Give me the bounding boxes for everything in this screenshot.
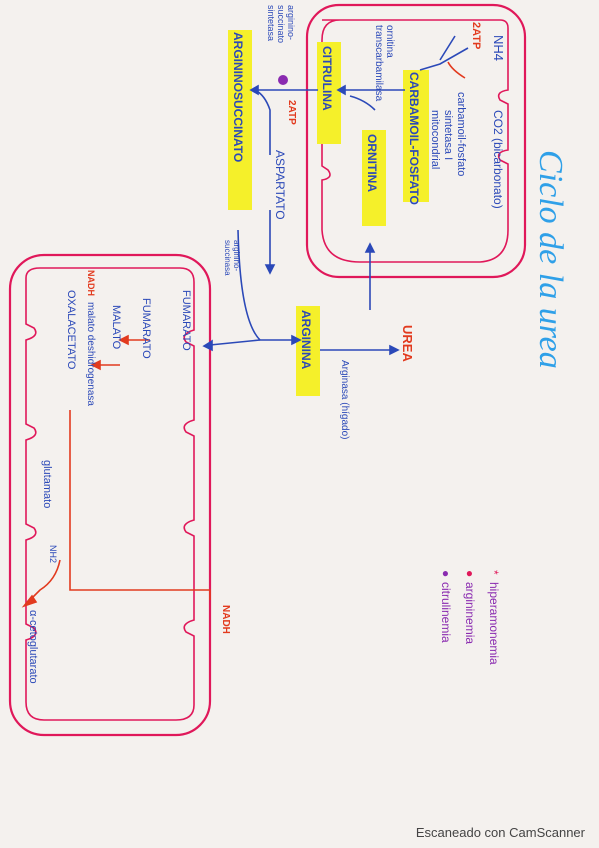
highlight-arginina bbox=[296, 306, 320, 396]
label-ornitina: ORNITINA bbox=[365, 134, 379, 192]
label-aspartato: ASPARTATO bbox=[273, 150, 287, 220]
red-arrows bbox=[21, 61, 466, 608]
mitochondrion-bottom bbox=[8, 253, 212, 737]
legend: * hiperamonemia ● argininemia ● citrulin… bbox=[439, 570, 501, 665]
label-oxalacetato: OXALACETATO bbox=[65, 290, 77, 370]
label-argininosuccinasa-1: arginino- bbox=[232, 240, 241, 271]
label-ornitina-trans-1: ornitina bbox=[384, 25, 395, 58]
label-carbamoil-sintetasa-2: sintetasa I bbox=[442, 110, 454, 160]
label-arginina: ARGININA bbox=[299, 310, 313, 370]
highlight-ornitina bbox=[362, 130, 386, 226]
legend-text-3: citrulinemia bbox=[439, 582, 453, 643]
label-atp-mid: 2ATP bbox=[286, 100, 297, 125]
label-fumarato-top: FUMARATO bbox=[180, 290, 192, 351]
blue-arrows bbox=[202, 35, 469, 356]
label-citrulina: CITRULINA bbox=[320, 46, 334, 111]
highlight-argininosuccinato bbox=[228, 30, 252, 210]
label-nadh: NADH bbox=[86, 270, 96, 296]
label-carbamoil-sintetasa-1: carbamoil-fosfato bbox=[455, 92, 467, 176]
label-carbamoil-fosfato: CARBAMOIL-FOSFATO bbox=[407, 72, 421, 205]
label-urea: UREA bbox=[400, 325, 415, 362]
label-co2: CO2 (bicarbonato) bbox=[491, 110, 505, 209]
legend-symbol-2: ● bbox=[463, 570, 477, 577]
citrulinemia-marker bbox=[278, 75, 288, 85]
label-malato-deshidrogenasa: malato deshidrogenasa bbox=[85, 302, 96, 406]
label-arginasa: Arginasa (hígado) bbox=[339, 360, 350, 440]
label-carbamoil-sintetasa-3: mitocondrial bbox=[429, 110, 441, 169]
legend-symbol-1: * bbox=[487, 570, 501, 575]
label-malato: MALATO bbox=[110, 305, 122, 350]
label-alfa-cetoglutarato: α-cetoglutarato bbox=[27, 610, 39, 684]
label-nh4: NH4 bbox=[491, 35, 506, 61]
label-atp-top: 2ATP bbox=[470, 22, 482, 49]
label-as-sintetasa-3: sintetasa bbox=[266, 5, 276, 41]
page-title: Ciclo de la urea bbox=[532, 150, 569, 369]
legend-symbol-3: ● bbox=[439, 570, 453, 577]
label-as-sintetasa-1: arginino- bbox=[286, 5, 296, 40]
highlight-carbamoil-fosfato bbox=[403, 70, 429, 202]
scanner-footer: Escaneado con CamScanner bbox=[415, 825, 585, 840]
label-ornitina-trans-2: transcarbamilasa bbox=[373, 25, 384, 102]
highlight-citrulina bbox=[317, 42, 341, 144]
legend-text-2: argininemia bbox=[463, 582, 477, 644]
label-glutamato: glutamato bbox=[41, 460, 53, 508]
label-nh2: NH2 bbox=[48, 545, 58, 563]
label-nadh-bottom: NADH bbox=[220, 605, 231, 634]
legend-text-1: hiperamonemia bbox=[487, 582, 501, 665]
label-argininosuccinato: ARGININOSUCCINATO bbox=[231, 32, 245, 162]
label-as-sintetasa-2: succinato bbox=[276, 5, 286, 43]
label-argininosuccinasa-2: succinasa bbox=[223, 240, 232, 276]
label-fumarato: FUMARATO bbox=[140, 298, 152, 359]
